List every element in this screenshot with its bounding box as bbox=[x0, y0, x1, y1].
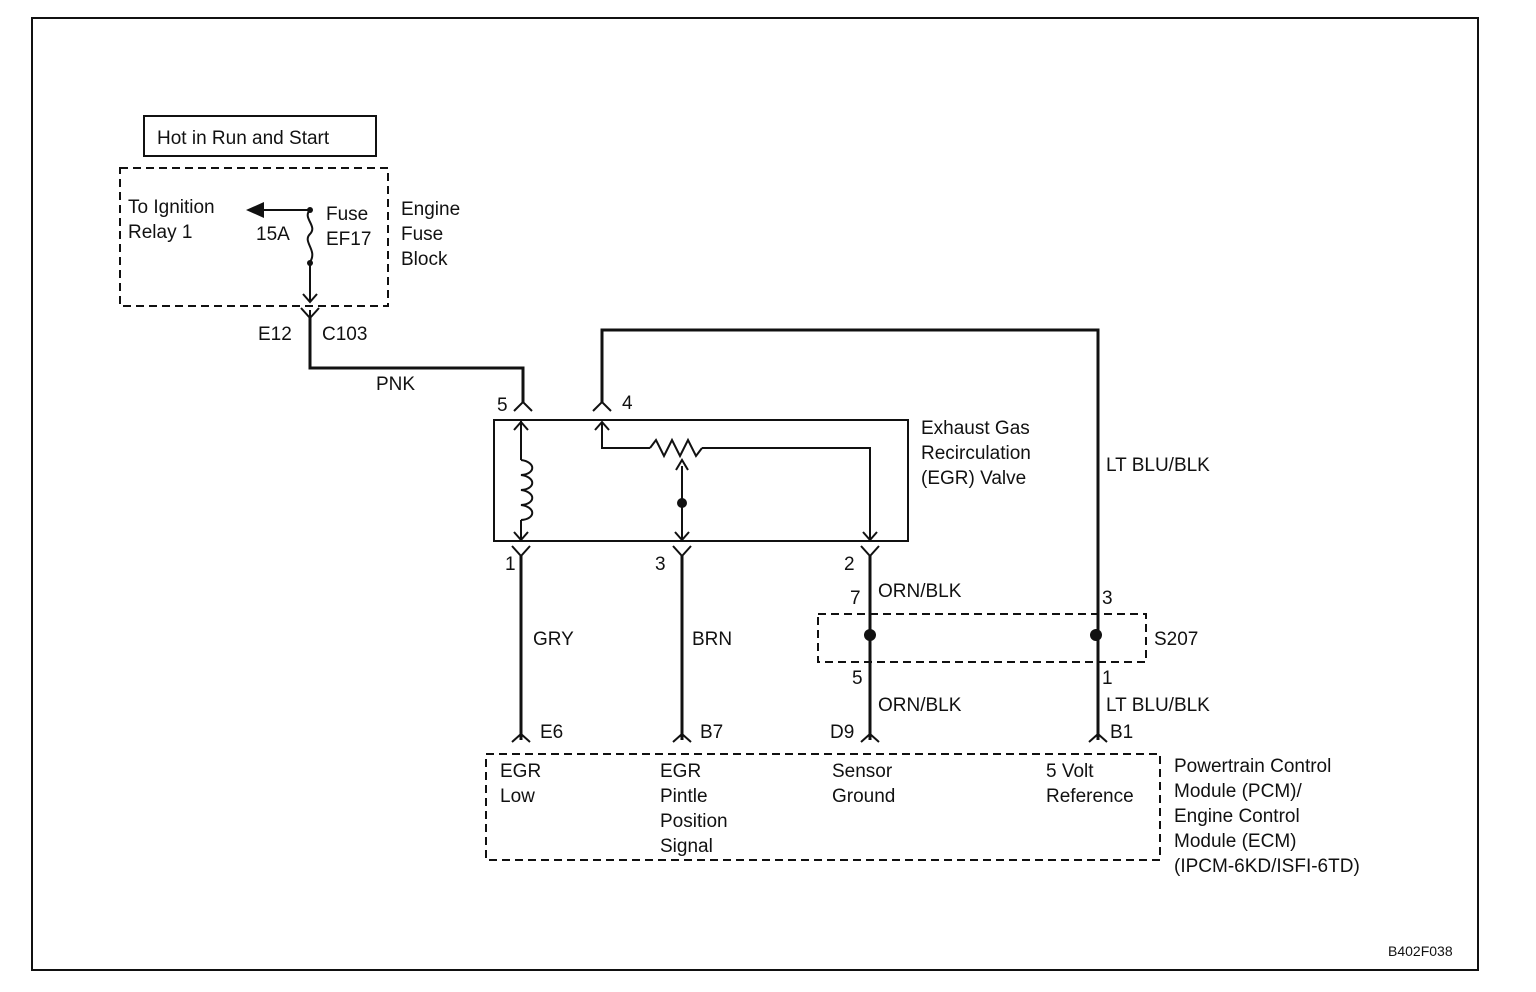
egr-valve-box bbox=[493, 419, 909, 542]
pcm-fn-egr-low-2: Low bbox=[500, 786, 535, 807]
diagram-frame bbox=[31, 17, 1479, 971]
pcm-e6-connector bbox=[511, 732, 531, 743]
splice-dot-lt-blu-blk bbox=[1090, 629, 1102, 641]
splice-dot-orn-blk bbox=[864, 629, 876, 641]
engine-fuse-block-box bbox=[119, 167, 389, 307]
wire-brn-label: BRN bbox=[692, 629, 732, 650]
wire-pnk bbox=[308, 318, 525, 403]
wire-lt-blu-blk-upper-label: LT BLU/BLK bbox=[1106, 455, 1210, 476]
pcm-d9-connector bbox=[860, 732, 880, 743]
fuse-label-2: EF17 bbox=[326, 229, 371, 250]
egr-solenoid-coil bbox=[513, 420, 534, 542]
egr-pin3-connector bbox=[672, 545, 692, 558]
egr-pin5-connector bbox=[513, 400, 533, 412]
fuse-label-1: Fuse bbox=[326, 204, 368, 225]
egr-pin5-label: 5 bbox=[497, 395, 508, 416]
c103-pin-label: E12 bbox=[258, 324, 292, 345]
wire-orn-blk-upper-label: ORN/BLK bbox=[878, 581, 962, 602]
connector-c103-symbol bbox=[300, 307, 320, 320]
fuse-lead-arrow bbox=[302, 293, 318, 304]
egr-pin2-connector bbox=[860, 545, 880, 558]
egr-pin2-label: 2 bbox=[844, 554, 855, 575]
wire-lt-blu-blk-upper bbox=[600, 328, 1100, 632]
pcm-pin-b7: B7 bbox=[700, 722, 723, 743]
egr-pin4-connector bbox=[592, 400, 612, 412]
pcm-fn-sensor-1: Sensor bbox=[832, 761, 893, 782]
splice-pin5-label: 5 bbox=[852, 668, 863, 689]
pcm-label-4: Module (ECM) bbox=[1174, 831, 1296, 852]
wire-pnk-label: PNK bbox=[376, 374, 415, 395]
figure-code: B402F038 bbox=[1388, 943, 1453, 959]
ignition-relay-arrow bbox=[246, 202, 313, 218]
egr-valve-label-1: Exhaust Gas bbox=[921, 418, 1030, 439]
c103-name-label: C103 bbox=[322, 324, 367, 345]
pcm-fn-pintle-1: EGR bbox=[660, 761, 701, 782]
pcm-fn-pintle-2: Pintle bbox=[660, 786, 708, 807]
egr-pin3-label: 3 bbox=[655, 554, 666, 575]
fuse-amperage: 15A bbox=[256, 224, 290, 245]
power-source-box bbox=[143, 115, 377, 157]
splice-s207-box bbox=[817, 613, 1147, 663]
pcm-label-5: (IPCM-6KD/ISFI-6TD) bbox=[1174, 856, 1360, 877]
egr-valve-label-2: Recirculation bbox=[921, 443, 1031, 464]
fuse-block-label-3: Block bbox=[401, 249, 448, 270]
egr-pin4-label: 4 bbox=[622, 393, 633, 414]
pcm-label-1: Powertrain Control bbox=[1174, 756, 1331, 777]
fuse-block-label-2: Fuse bbox=[401, 224, 443, 245]
egr-pintle-potentiometer bbox=[594, 420, 878, 542]
pcm-pin-b1: B1 bbox=[1110, 722, 1133, 743]
pcm-label-3: Engine Control bbox=[1174, 806, 1300, 827]
splice-pin3-label: 3 bbox=[1102, 588, 1113, 609]
pcm-pin-e6: E6 bbox=[540, 722, 563, 743]
pcm-b1-connector bbox=[1088, 732, 1108, 743]
pcm-fn-ref-1: 5 Volt bbox=[1046, 761, 1094, 782]
wire-orn-blk-lower-label: ORN/BLK bbox=[878, 695, 962, 716]
pcm-fn-ref-2: Reference bbox=[1046, 786, 1134, 807]
pcm-fn-sensor-2: Ground bbox=[832, 786, 895, 807]
splice-s207-label: S207 bbox=[1154, 629, 1198, 650]
power-source-label: Hot in Run and Start bbox=[157, 128, 330, 149]
wire-gry-label: GRY bbox=[533, 629, 574, 650]
egr-pin1-label: 1 bbox=[505, 554, 516, 575]
pcm-label-2: Module (PCM)/ bbox=[1174, 781, 1302, 802]
splice-pin7-label: 7 bbox=[850, 588, 861, 609]
splice-pin1-label: 1 bbox=[1102, 668, 1113, 689]
pcm-fn-pintle-3: Position bbox=[660, 811, 728, 832]
pcm-fn-pintle-4: Signal bbox=[660, 836, 713, 857]
pcm-pin-d9: D9 bbox=[830, 722, 854, 743]
fuse-block-label-1: Engine bbox=[401, 199, 460, 220]
wire-lt-blu-blk-lower-label: LT BLU/BLK bbox=[1106, 695, 1210, 716]
to-relay-label-1: To Ignition bbox=[128, 197, 215, 218]
pcm-b7-connector bbox=[672, 732, 692, 743]
egr-valve-label-3: (EGR) Valve bbox=[921, 468, 1026, 489]
to-relay-label-2: Relay 1 bbox=[128, 222, 192, 243]
fuse-ef17-symbol bbox=[306, 209, 314, 263]
pcm-fn-egr-low-1: EGR bbox=[500, 761, 541, 782]
